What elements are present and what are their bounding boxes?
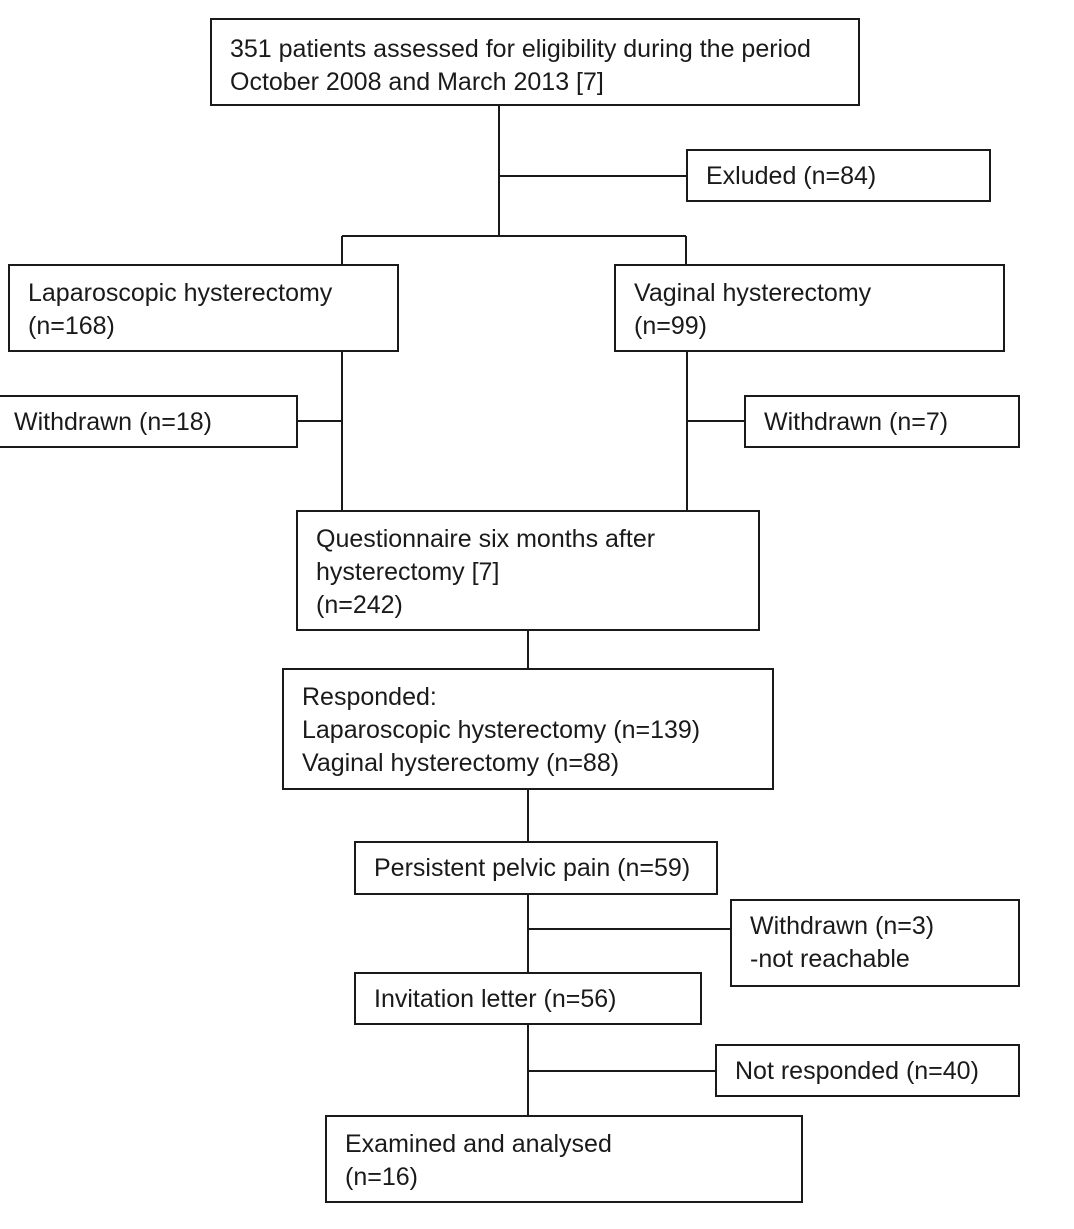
questionnaire-box: Questionnaire six months after hysterect…	[296, 510, 760, 631]
questionnaire-line-2: hysterectomy [7]	[316, 558, 500, 586]
questionnaire-line-3: (n=242)	[316, 591, 403, 619]
responded-line-1: Responded:	[302, 683, 437, 711]
withdrawn-vaginal-box: Withdrawn (n=7)	[744, 395, 1020, 448]
withdrawn-pain-line-2: -not reachable	[750, 945, 910, 973]
not-responded-box: Not responded (n=40)	[715, 1044, 1020, 1097]
invitation-line-1: Invitation letter (n=56)	[374, 985, 617, 1013]
examined-line-1: Examined and analysed	[345, 1130, 612, 1158]
vaginal-box: Vaginal hysterectomy (n=99)	[614, 264, 1005, 352]
withdrawn-laparoscopic-box: Withdrawn (n=18)	[0, 395, 298, 448]
withdrawn-laparoscopic-line-1: Withdrawn (n=18)	[14, 408, 212, 436]
withdrawn-pain-box: Withdrawn (n=3) -not reachable	[730, 899, 1020, 987]
laparoscopic-line-1: Laparoscopic hysterectomy	[28, 279, 333, 307]
invitation-box: Invitation letter (n=56)	[354, 972, 702, 1025]
persistent-pain-line-1: Persistent pelvic pain (n=59)	[374, 854, 691, 882]
withdrawn-pain-line-1: Withdrawn (n=3)	[750, 912, 935, 940]
assessed-line-1: 351 patients assessed for eligibility du…	[230, 35, 811, 63]
not-responded-line-1: Not responded (n=40)	[735, 1057, 979, 1085]
laparoscopic-line-2: (n=168)	[28, 312, 115, 340]
persistent-pain-box: Persistent pelvic pain (n=59)	[354, 841, 718, 895]
questionnaire-line-1: Questionnaire six months after	[316, 525, 656, 553]
excluded-box: Exluded (n=84)	[686, 149, 991, 202]
assessed-line-2: October 2008 and March 2013 [7]	[230, 68, 604, 96]
examined-line-2: (n=16)	[345, 1163, 418, 1191]
laparoscopic-box: Laparoscopic hysterectomy (n=168)	[8, 264, 399, 352]
assessed-box: 351 patients assessed for eligibility du…	[210, 18, 860, 106]
responded-box: Responded: Laparoscopic hysterectomy (n=…	[282, 668, 774, 790]
vaginal-line-2: (n=99)	[634, 312, 707, 340]
responded-line-2: Laparoscopic hysterectomy (n=139)	[302, 716, 701, 744]
vaginal-line-1: Vaginal hysterectomy	[634, 279, 872, 307]
withdrawn-vaginal-line-1: Withdrawn (n=7)	[764, 408, 949, 436]
responded-line-3: Vaginal hysterectomy (n=88)	[302, 749, 620, 777]
examined-box: Examined and analysed (n=16)	[325, 1115, 803, 1203]
excluded-line-1: Exluded (n=84)	[706, 162, 877, 190]
